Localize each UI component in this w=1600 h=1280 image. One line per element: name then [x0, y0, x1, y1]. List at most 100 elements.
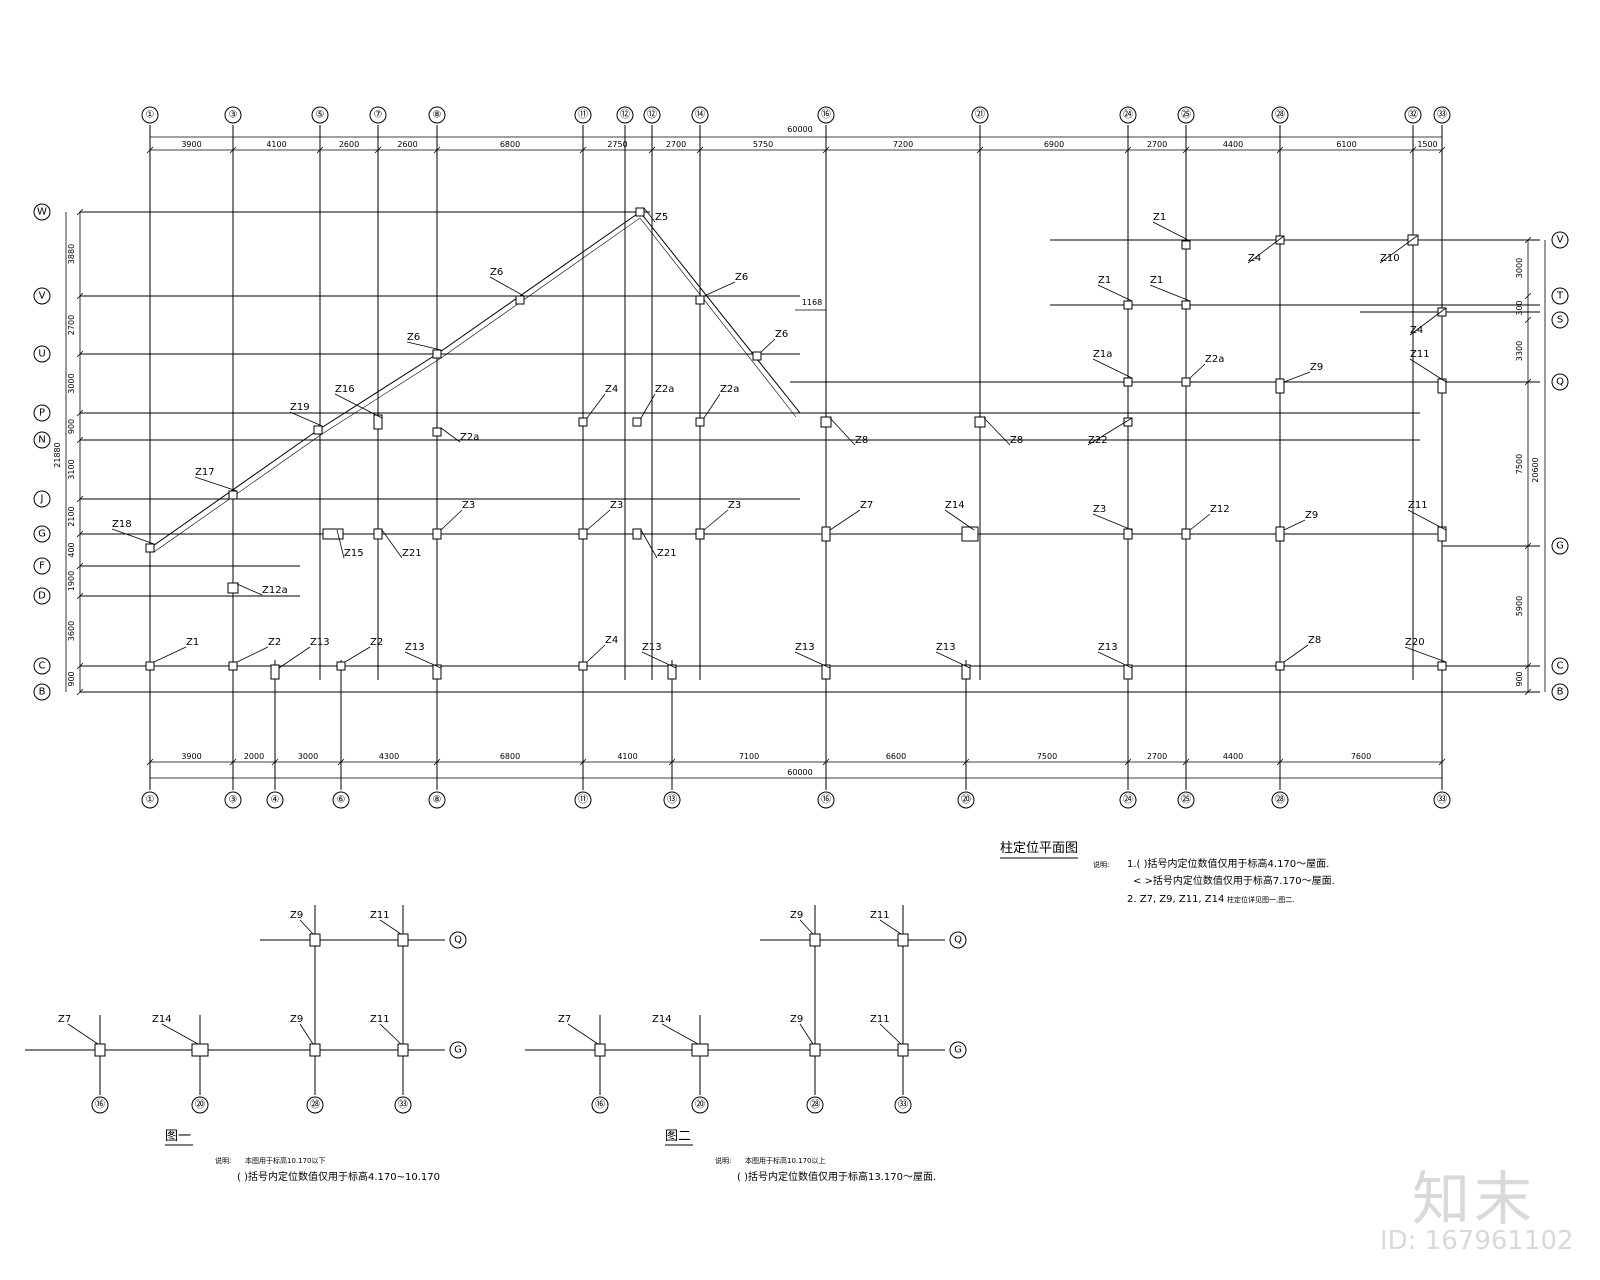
column-label: Z13 [310, 637, 330, 648]
top-axis-bubble: ⑦ [374, 110, 383, 121]
top-axis-bubble-circle [224, 106, 242, 124]
bottom-axis-bubble: ③ [229, 795, 238, 806]
column-label: Z8 [1308, 635, 1321, 646]
column-box [695, 295, 705, 305]
column-leader-line [194, 476, 238, 492]
dimension-tick [76, 562, 84, 570]
column-leader-line [489, 276, 525, 297]
top-span-dimension: 4100 [266, 140, 286, 149]
left-axis-bubble: F [39, 561, 45, 572]
left-axis-bubble: J [40, 494, 44, 505]
column-leader-line [586, 644, 606, 663]
bottom-axis-bubble: ① [146, 795, 155, 806]
top-axis-bubble-circle [1177, 106, 1195, 124]
watermark-id: ID: 167961102 [1380, 1226, 1574, 1256]
bottom-axis-bubble: ⑳ [961, 794, 971, 806]
top-axis-bubble: ㉝ [1437, 109, 1447, 121]
column-box [1123, 528, 1133, 540]
column-label: Z1a [1093, 349, 1112, 360]
detail-axis-bubble-right: G [954, 1045, 962, 1056]
bottom-axis-bubble-circle [817, 791, 835, 809]
column-leader-line [1097, 284, 1133, 302]
column-leader-line [1379, 235, 1418, 264]
detail-axis-bubble-circle [91, 1096, 109, 1114]
detail-axis-bubble: ㉝ [398, 1099, 408, 1111]
left-axis-bubble: G [38, 529, 46, 540]
top-span-dimension: 6800 [500, 140, 520, 149]
column-label: Z9 [1305, 510, 1318, 521]
detail-column-box [309, 933, 321, 947]
bottom-axis-bubble-circle [224, 791, 242, 809]
dimension-tick [76, 530, 84, 538]
top-axis-bubble-circle [574, 106, 592, 124]
dimension-tick [1124, 146, 1132, 154]
column-leader-line [1283, 371, 1311, 383]
column-leader-line [236, 646, 269, 663]
column-box [322, 528, 344, 540]
column-box [1275, 235, 1285, 245]
bottom-span-dimension: 6600 [886, 752, 906, 761]
dimension-tick [76, 688, 84, 696]
column-box [228, 661, 238, 671]
detail-column-box [397, 1043, 409, 1057]
column-label: Z2 [370, 637, 383, 648]
left-span-dimension: 900 [67, 419, 76, 434]
right-axis-bubble: Q [1556, 377, 1564, 388]
left-span-dimension: 1900 [67, 571, 76, 591]
figure-caption: 图一 [165, 1129, 191, 1144]
top-axis-bubble: ① [146, 110, 155, 121]
dimension-tick [433, 758, 441, 766]
bottom-axis-bubble-circle [1119, 791, 1137, 809]
dimension-tick [146, 146, 154, 154]
dimension-tick [668, 758, 676, 766]
plan-title: 柱定位平面图 [1000, 841, 1078, 856]
right-span-dimension: 5900 [1515, 596, 1524, 616]
column-box [145, 543, 155, 553]
column-label: Z13 [1098, 642, 1118, 653]
detail-column-label: Z7 [58, 1014, 71, 1025]
left-span-dimension: 2700 [67, 315, 76, 335]
detail-column-label: Z14 [152, 1014, 172, 1025]
top-axis-bubble-circle [369, 106, 387, 124]
column-leader-line [643, 207, 656, 223]
column-label: Z19 [290, 402, 310, 413]
column-box [432, 664, 442, 680]
column-leader-line [1407, 509, 1447, 531]
bottom-span-dimension: 4100 [617, 752, 637, 761]
dimension-tick [1276, 146, 1284, 154]
column-label: Z4 [1410, 325, 1423, 336]
left-total-dimension: 21880 [53, 442, 62, 467]
column-box [821, 664, 831, 680]
column-label: Z1 [1098, 275, 1111, 286]
column-label: Z6 [407, 332, 420, 343]
bottom-span-dimension: 7100 [739, 752, 759, 761]
left-axis-bubble: U [38, 349, 45, 360]
column-box [432, 427, 442, 437]
bottom-axis-bubble: ⑧ [433, 795, 442, 806]
column-leader-line [440, 509, 463, 531]
column-box [373, 528, 383, 540]
column-leader-line [586, 393, 606, 419]
detail-axis-bubble-right-circle [949, 1041, 967, 1059]
column-leader-line [381, 529, 403, 559]
detail-axis-bubble-right-circle [949, 931, 967, 949]
detail-leader-line [379, 1023, 402, 1045]
dimension-tick [1124, 758, 1132, 766]
figure-note-2: ( )括号内定位数值仅用于标高4.170~10.170 [237, 1170, 440, 1183]
dimension-tick [337, 758, 345, 766]
bottom-axis-bubble: ㉘ [1275, 794, 1285, 806]
column-label: Z20 [1405, 637, 1425, 648]
total-dimension-top: 60000 [787, 125, 812, 134]
bottom-axis-bubble-circle [428, 791, 446, 809]
detail-axis-bubble: ⑳ [195, 1099, 205, 1111]
top-axis-bubble-circle [1271, 106, 1289, 124]
left-axis-bubble: N [38, 435, 45, 446]
column-box [632, 417, 642, 427]
dimension-tick [1524, 236, 1532, 244]
bottom-axis-bubble-circle [574, 791, 592, 809]
figure-note-1: 本图用于标高10.170以上 [745, 1156, 826, 1165]
column-box [667, 664, 677, 680]
left-span-dimension: 400 [67, 542, 76, 557]
right-axis-bubble: G [1556, 541, 1564, 552]
